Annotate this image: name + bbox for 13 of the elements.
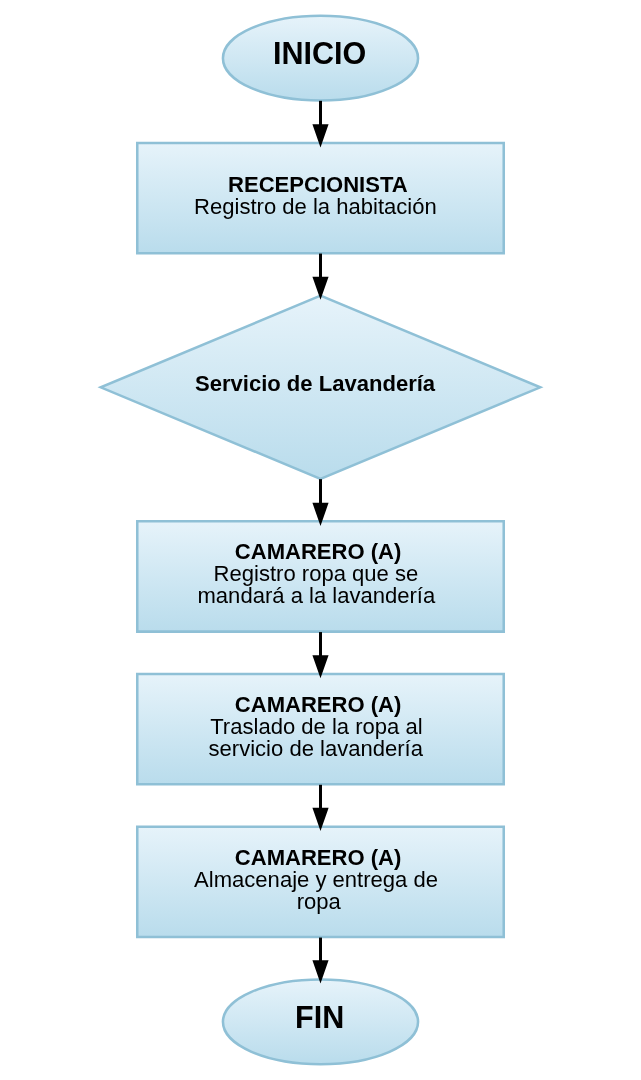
node-ellipse: INICIO: [221, 14, 420, 102]
node-diamond: Servicio de Lavandería: [97, 294, 544, 481]
arrow: [312, 479, 329, 526]
arrow: [312, 253, 329, 300]
arrow: [312, 100, 329, 148]
node-ellipse: FIN: [221, 978, 420, 1066]
node-box: CAMARERO (A) Almacenaje y entrega de ropa: [136, 825, 505, 939]
node-box: RECEPCIONISTA Registro de la habitación: [136, 141, 505, 255]
arrow: [312, 632, 329, 679]
arrow: [312, 784, 329, 831]
arrow: [312, 937, 329, 984]
node-box: CAMARERO (A) Registro ropa que se mandará a la lavandería: [136, 520, 505, 633]
node-box: CAMARERO (A) Traslado de la ropa al servicio de lavandería: [136, 672, 505, 786]
